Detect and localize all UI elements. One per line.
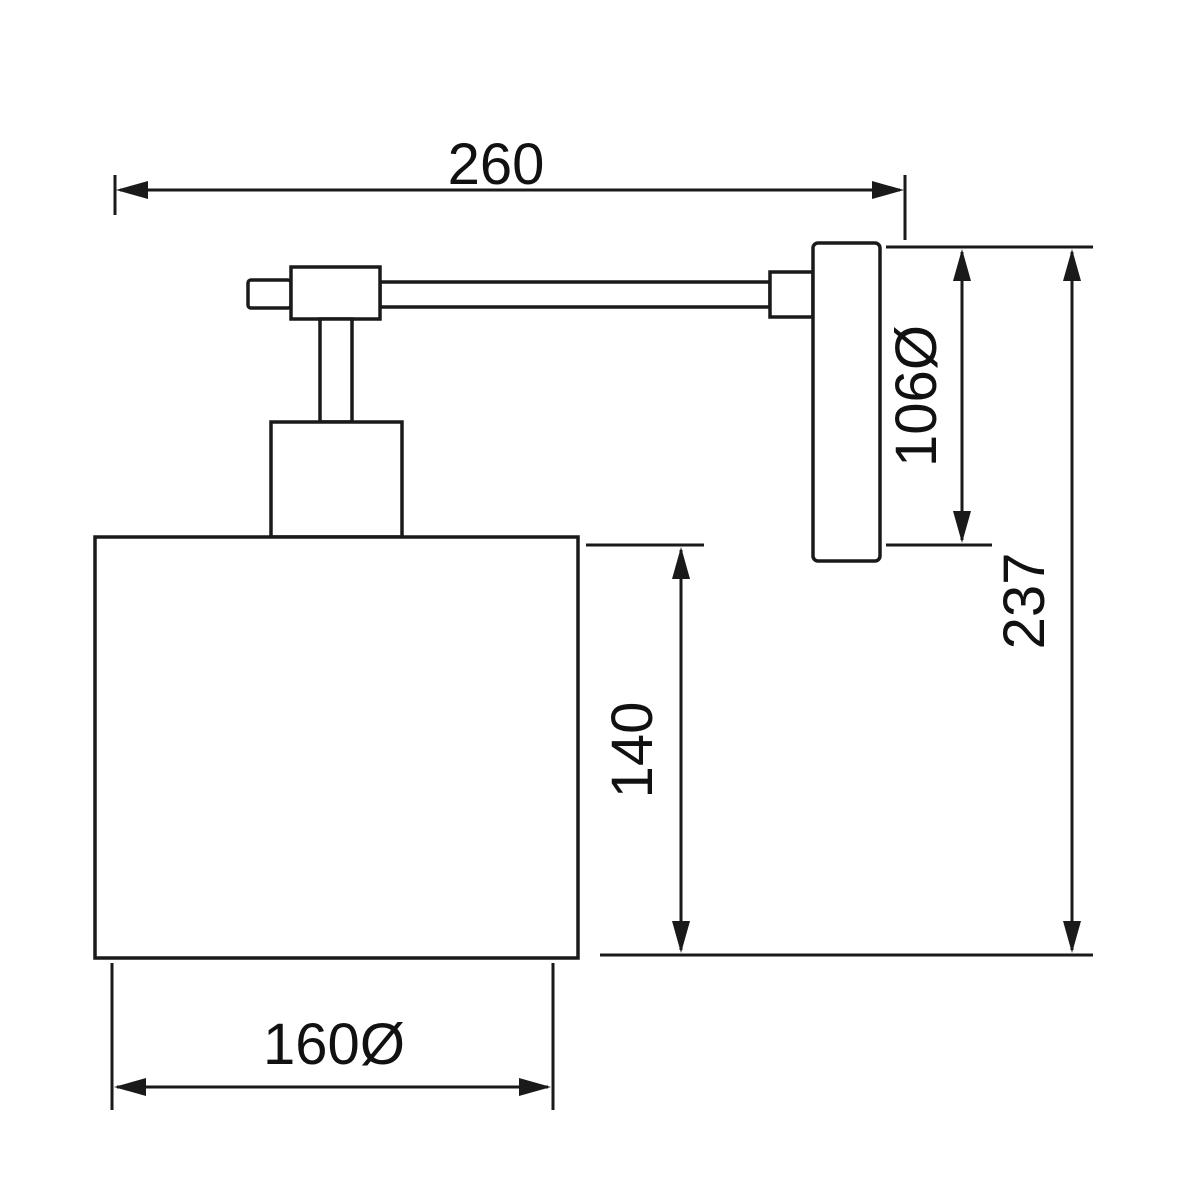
arrowhead-up-icon: [672, 547, 690, 579]
arrowhead-up-icon: [1063, 249, 1081, 281]
arm-outline: [378, 280, 772, 309]
dimension-label-overall-height: 237: [992, 553, 1057, 650]
arm-end-cap-outline: [246, 278, 293, 310]
dimension-shade-height: 140: [586, 543, 704, 953]
dimension-label-shade-height: 140: [600, 702, 665, 799]
dimension-label-backplate-diameter: 106Ø: [884, 325, 949, 467]
arrowhead-right-icon: [872, 181, 904, 199]
dimension-label-shade-diameter: 160Ø: [263, 1012, 405, 1077]
dimension-label-overall-width: 260: [448, 132, 545, 197]
socket-outline: [269, 420, 404, 539]
dimension-overall-height: 237: [600, 249, 1093, 957]
dimension-overall-width: 260: [113, 132, 907, 240]
arrowhead-right-icon: [519, 1078, 551, 1096]
arrowhead-up-icon: [953, 249, 971, 281]
arrowhead-left-icon: [116, 181, 148, 199]
arrowhead-down-icon: [672, 921, 690, 953]
arrowhead-down-icon: [953, 511, 971, 543]
dimension-shade-diameter: 160Ø: [110, 963, 555, 1110]
shade-outline: [93, 535, 580, 960]
dimension-backplate-diameter: 106Ø: [884, 245, 1093, 547]
lamp-outline: [93, 241, 882, 960]
arrowhead-left-icon: [114, 1078, 146, 1096]
stem-outline: [318, 317, 354, 424]
pivot-joint-outline: [289, 265, 382, 321]
wall-connector-outline: [768, 270, 815, 319]
backplate-outline: [811, 241, 882, 563]
arrowhead-down-icon: [1063, 921, 1081, 953]
